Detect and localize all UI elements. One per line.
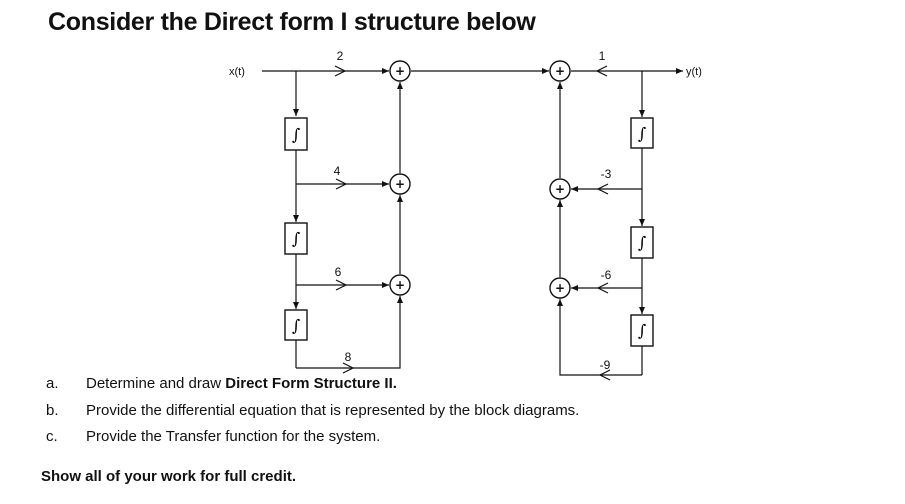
question-label: a. — [46, 375, 59, 392]
adder-right-3 — [549, 277, 571, 299]
integrator-block-right-3 — [630, 314, 654, 347]
adder-plus: + — [555, 281, 565, 295]
question-text: Determine and draw Direct Form Structure… — [86, 375, 397, 392]
adder-plus: + — [395, 64, 405, 78]
gain-mark-1 — [595, 65, 608, 77]
gain-label-1: 1 — [599, 49, 606, 63]
adder-plus: + — [395, 177, 405, 191]
ff-branch-8 — [296, 296, 403, 369]
integrator-block-right-2 — [630, 226, 654, 259]
adder-left-2 — [389, 173, 411, 195]
gain-mark-4 — [335, 178, 348, 190]
gain-label-minus3: -3 — [601, 167, 612, 181]
integrator-symbol: ∫ — [292, 125, 300, 144]
gain-mark-minus6 — [596, 282, 609, 294]
integrator-block-left-1 — [284, 117, 308, 151]
adder-left-1 — [389, 60, 411, 82]
integrator-symbol: ∫ — [638, 124, 646, 143]
adder-plus: + — [555, 182, 565, 196]
output-label: y(t) — [686, 66, 702, 78]
adder-right-2 — [549, 178, 571, 200]
question-text-bold: Direct Form Structure II. — [225, 375, 397, 392]
gain-label-4: 4 — [334, 164, 341, 178]
adder-left-3 — [389, 274, 411, 296]
adder-plus: + — [555, 64, 565, 78]
integrator-symbol: ∫ — [292, 229, 300, 248]
integrator-symbol: ∫ — [292, 316, 300, 335]
input-label: x(t) — [229, 66, 245, 78]
question-label: b. — [46, 402, 59, 419]
integrator-symbol: ∫ — [638, 233, 646, 252]
integrator-block-right-1 — [630, 117, 654, 149]
adder-right-1 — [549, 60, 571, 82]
footer-note: Show all of your work for full credit. — [41, 468, 297, 485]
gain-label-minus6: -6 — [601, 268, 612, 282]
page-title: Consider the Direct form I structure bel… — [48, 8, 536, 36]
gain-label-6: 6 — [335, 265, 342, 279]
integrator-block-left-3 — [284, 309, 308, 341]
question-text: Provide the Transfer function for the sy… — [86, 428, 381, 445]
gain-mark-minus3 — [596, 183, 609, 195]
integrator-symbol: ∫ — [638, 321, 646, 340]
question-label: c. — [46, 428, 58, 445]
gain-mark-minus9 — [598, 369, 611, 381]
gain-mark-6 — [335, 279, 348, 291]
gain-label-8: 8 — [345, 350, 352, 364]
adder-plus: + — [395, 278, 405, 292]
question-text: Provide the differential equation that i… — [86, 402, 580, 419]
gain-mark-2 — [334, 65, 347, 77]
gain-mark-8 — [342, 362, 355, 374]
question-text-plain: Determine and draw — [86, 375, 226, 392]
fb-branch-minus9 — [557, 299, 642, 376]
gain-label-minus9: -9 — [600, 358, 611, 372]
integrator-block-left-2 — [284, 222, 308, 255]
gain-label-2: 2 — [337, 49, 344, 63]
